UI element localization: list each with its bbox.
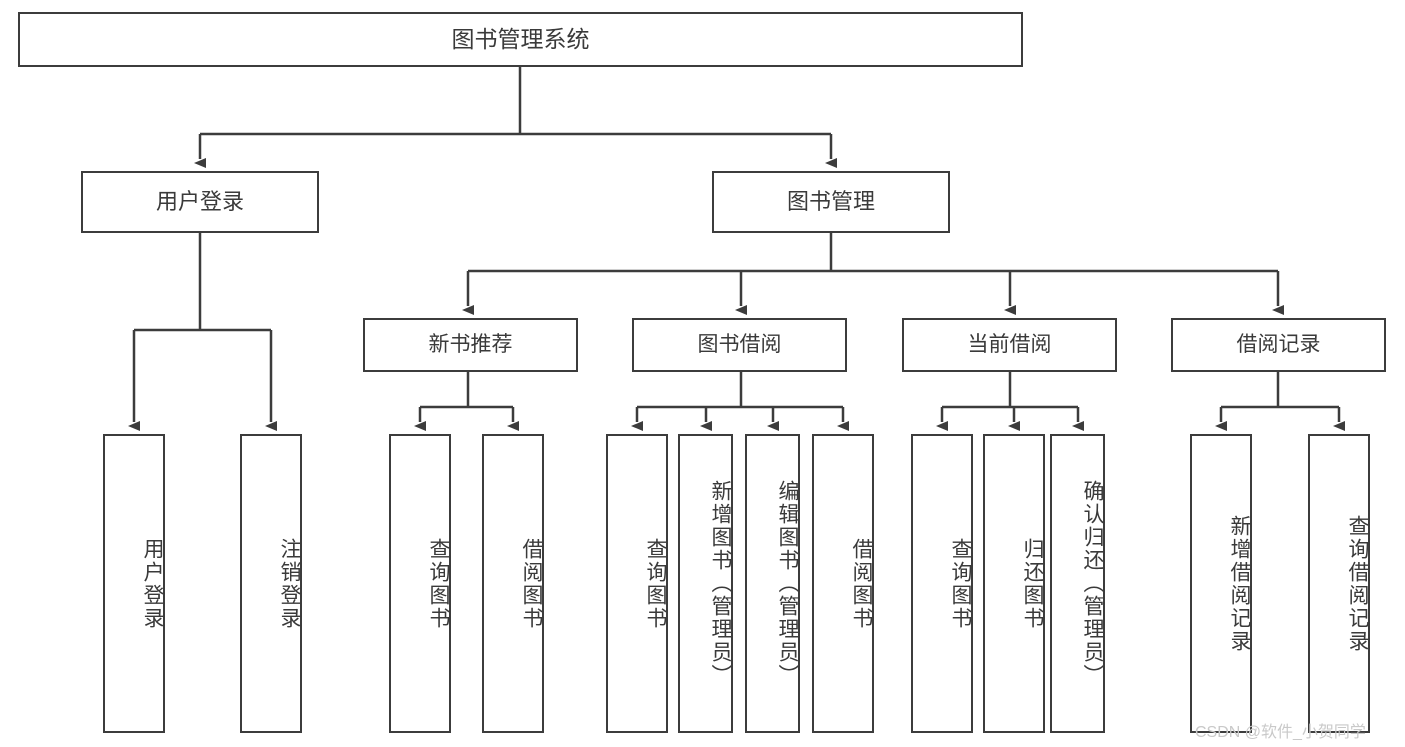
leaf-add-borrow-record-label: 新增借阅记录 (1228, 514, 1251, 653)
leaf-edit-book-admin-label: 编辑图书（管理员） (776, 480, 799, 687)
leaf-borrow-book-label: 借阅图书 (850, 537, 873, 630)
leaf-query-book-current[interactable]: 查询图书 (911, 434, 973, 733)
leaf-query-book-newbook-label: 查询图书 (427, 537, 450, 630)
node-current-borrow[interactable]: 当前借阅 (902, 318, 1117, 372)
leaf-logout-label: 注销登录 (278, 537, 301, 630)
node-borrow-record-label: 借阅记录 (1236, 332, 1321, 356)
leaf-user-login-label: 用户登录 (141, 537, 164, 630)
node-user-login[interactable]: 用户登录 (81, 171, 319, 233)
leaf-borrow-book-newbook-label: 借阅图书 (520, 537, 543, 630)
leaf-borrow-book[interactable]: 借阅图书 (812, 434, 874, 733)
leaf-confirm-return-admin-label: 确认归还（管理员） (1081, 480, 1104, 687)
node-book-management-label: 图书管理 (786, 189, 875, 215)
leaf-query-book-borrow-label: 查询图书 (644, 537, 667, 630)
leaf-return-book[interactable]: 归还图书 (983, 434, 1045, 733)
node-root[interactable]: 图书管理系统 (18, 12, 1023, 67)
node-book-management[interactable]: 图书管理 (712, 171, 950, 233)
node-book-borrow[interactable]: 图书借阅 (632, 318, 847, 372)
leaf-query-book-borrow[interactable]: 查询图书 (606, 434, 668, 733)
leaf-logout[interactable]: 注销登录 (240, 434, 302, 733)
leaf-query-borrow-record-label: 查询借阅记录 (1346, 514, 1369, 653)
leaf-return-book-label: 归还图书 (1021, 537, 1044, 630)
leaf-query-book-newbook[interactable]: 查询图书 (389, 434, 451, 733)
leaf-borrow-book-newbook[interactable]: 借阅图书 (482, 434, 544, 733)
node-new-book-recommend-label: 新书推荐 (428, 332, 513, 356)
node-root-label: 图书管理系统 (451, 26, 590, 53)
leaf-edit-book-admin[interactable]: 编辑图书（管理员） (745, 434, 800, 733)
leaf-query-borrow-record[interactable]: 查询借阅记录 (1308, 434, 1370, 733)
leaf-add-book-admin[interactable]: 新增图书（管理员） (678, 434, 733, 733)
node-current-borrow-label: 当前借阅 (967, 332, 1052, 356)
leaf-user-login[interactable]: 用户登录 (103, 434, 165, 733)
leaf-confirm-return-admin[interactable]: 确认归还（管理员） (1050, 434, 1105, 733)
node-user-login-label: 用户登录 (155, 189, 244, 215)
node-new-book-recommend[interactable]: 新书推荐 (363, 318, 578, 372)
leaf-add-borrow-record[interactable]: 新增借阅记录 (1190, 434, 1252, 733)
csdn-watermark: CSDN @软件_小贺同学 (1195, 724, 1366, 741)
leaf-add-book-admin-label: 新增图书（管理员） (709, 480, 732, 687)
node-borrow-record[interactable]: 借阅记录 (1171, 318, 1386, 372)
node-book-borrow-label: 图书借阅 (697, 332, 782, 356)
leaf-query-book-current-label: 查询图书 (949, 537, 972, 630)
